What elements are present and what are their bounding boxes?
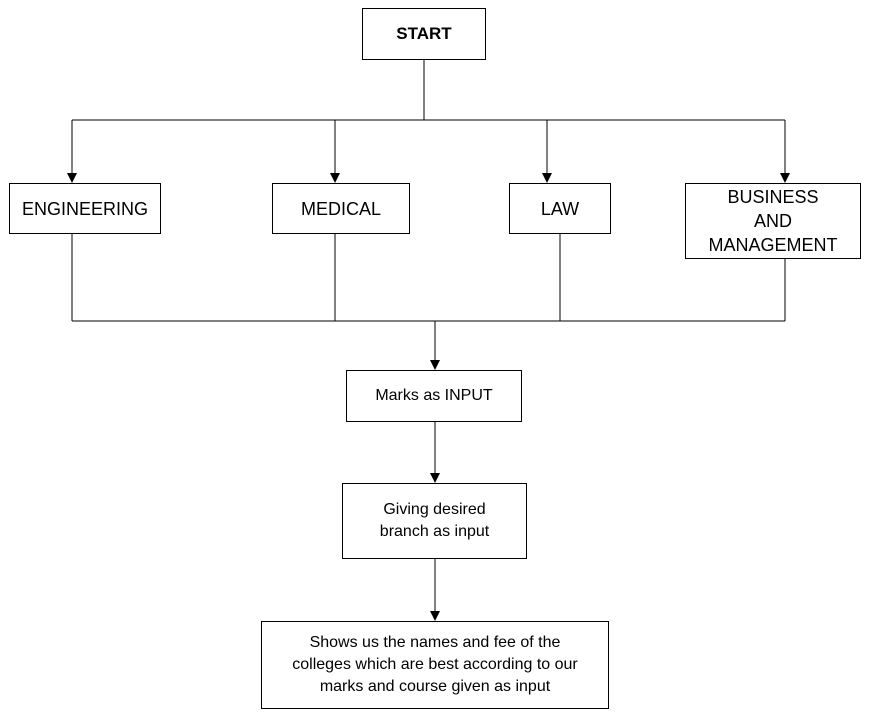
engineering-node-label: ENGINEERING [21, 198, 149, 219]
start-node: START [362, 8, 486, 60]
result-node: Shows us the names and fee of the colleg… [261, 621, 609, 709]
law-node-label: LAW [540, 198, 580, 219]
medical-node: MEDICAL [272, 183, 410, 234]
branch-input-node-label: Giving desired branch as input [379, 501, 490, 540]
medical-node-label: MEDICAL [300, 198, 381, 219]
marks-input-node-label: Marks as INPUT [375, 387, 493, 404]
marks-input-node: Marks as INPUT [346, 370, 522, 422]
law-node: LAW [509, 183, 611, 234]
branch-input-node: Giving desired branch as input [342, 483, 527, 559]
engineering-node: ENGINEERING [9, 183, 161, 234]
business-management-node-label: BUSINESS AND MANAGEMENT [708, 187, 838, 255]
start-node-label: START [396, 24, 452, 43]
result-node-label: Shows us the names and fee of the colleg… [292, 634, 578, 695]
business-management-node: BUSINESS AND MANAGEMENT [685, 183, 861, 259]
